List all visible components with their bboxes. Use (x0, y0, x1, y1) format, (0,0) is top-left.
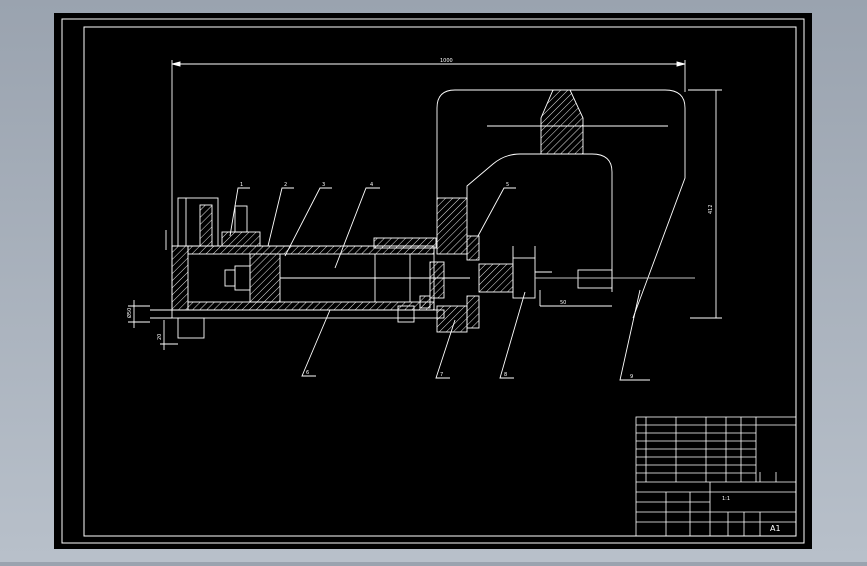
leader-label-1: 1 (240, 182, 243, 188)
rod-diameter-label: Ø50 (126, 308, 133, 318)
top-fittings (177, 197, 437, 249)
overall-length-label: 1000 (440, 58, 453, 64)
piston (224, 253, 470, 303)
end-flange (419, 197, 480, 333)
leader-label-3: 3 (322, 182, 325, 188)
leader-label-6: 6 (306, 370, 309, 376)
leader-label-9: 9 (630, 374, 633, 380)
overall-dimension (171, 60, 686, 250)
guide-rod (150, 305, 445, 339)
left-dimensions (128, 230, 178, 350)
leader-label-5: 5 (506, 182, 509, 188)
base-thickness-label: 20 (157, 334, 163, 340)
jaw-offset-label: 50 (560, 300, 566, 306)
sheet-size-label: A1 (770, 524, 781, 533)
assembly-drawing (128, 60, 722, 381)
scale-label: 1:1 (722, 496, 730, 502)
frame-height-label: 412 (708, 204, 714, 214)
frame-height-dimension (688, 89, 722, 319)
leader-label-7: 7 (440, 372, 443, 378)
inner-frame (83, 26, 797, 537)
leader-lines (229, 187, 650, 381)
upper-jaw (540, 89, 584, 155)
leader-label-4: 4 (370, 182, 373, 188)
leader-label-8: 8 (504, 372, 507, 378)
outer-border (61, 18, 805, 544)
cylinder-body (171, 245, 435, 311)
title-block (635, 416, 797, 537)
rod-and-jaws (478, 246, 695, 307)
leader-label-2: 2 (284, 182, 287, 188)
